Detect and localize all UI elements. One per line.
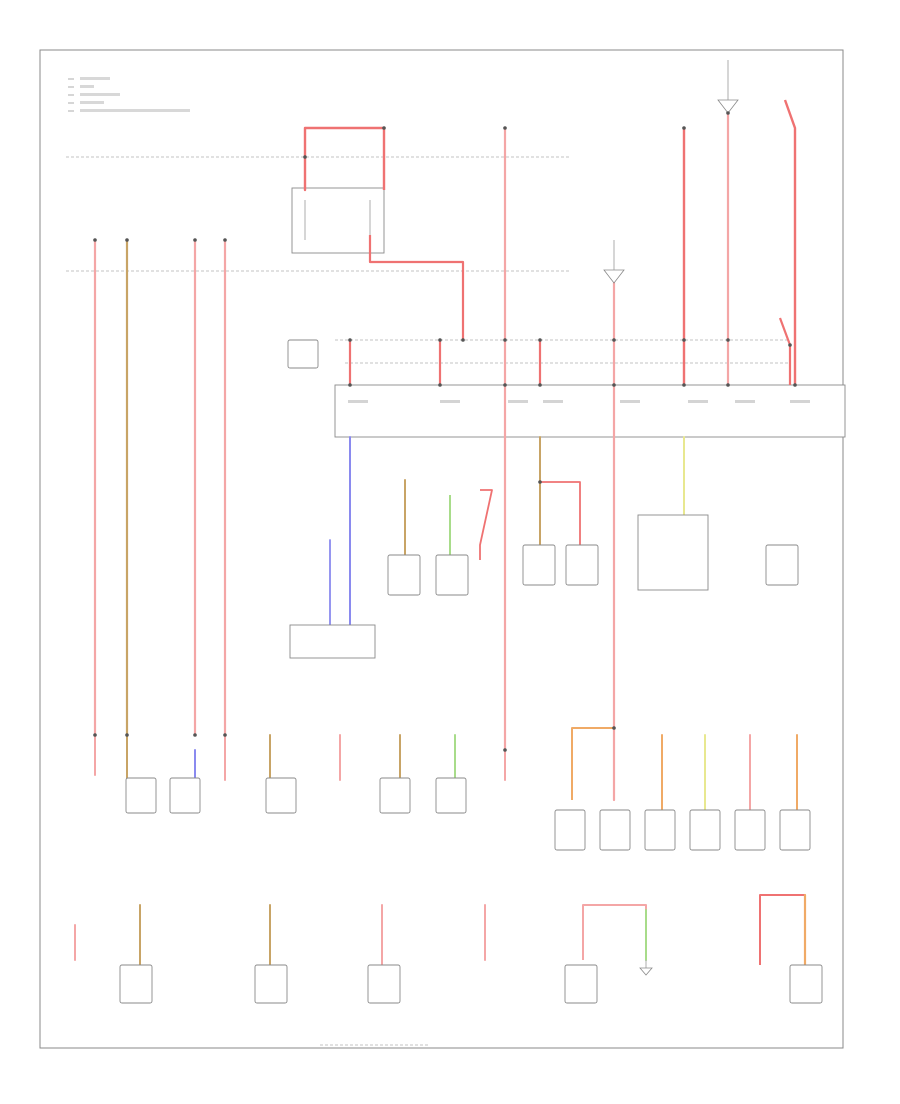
wire-coil-1	[571, 727, 614, 800]
junction-dot	[682, 383, 686, 387]
component-row-b-2	[522, 544, 556, 586]
component-row-b-4	[765, 544, 799, 586]
ignition-coil-2	[644, 809, 676, 851]
junction-dot	[726, 111, 730, 115]
component-row-c-4	[789, 964, 823, 1004]
junction-dot	[223, 238, 227, 242]
junction-dot	[793, 383, 797, 387]
junction-dot	[438, 338, 442, 342]
junction-dot	[788, 343, 792, 347]
transmission-control-module	[637, 514, 709, 591]
junction-dot	[93, 238, 97, 242]
junction-dot	[125, 238, 129, 242]
junction-dot	[461, 338, 465, 342]
legend	[68, 77, 190, 112]
component-row-c-3	[564, 964, 598, 1004]
wire-red-2	[540, 481, 581, 545]
ground-symbol	[639, 960, 653, 976]
junction-dot	[193, 238, 197, 242]
ignition-coil-5	[779, 809, 811, 851]
junction-dot	[538, 383, 542, 387]
junction-dots	[93, 111, 797, 752]
junction-dot	[93, 733, 97, 737]
wire-b-6	[582, 904, 647, 960]
junction-dot	[682, 338, 686, 342]
component-row-a-2	[265, 777, 297, 814]
wire-b-8	[759, 894, 805, 965]
relay-box	[291, 187, 385, 254]
junction-dot	[612, 338, 616, 342]
fuse-box	[334, 384, 846, 438]
module-small-1	[287, 339, 319, 369]
junction-dot	[503, 338, 507, 342]
ignition-coil-3	[689, 809, 721, 851]
junction-dot	[348, 338, 352, 342]
component-row-c-2	[367, 964, 401, 1004]
component-row-a-3	[379, 777, 411, 814]
wire-right-3	[783, 99, 797, 385]
junction-dot	[223, 733, 227, 737]
ignition-coil-4	[734, 809, 766, 851]
junction-dot	[348, 383, 352, 387]
junction-dot	[612, 726, 616, 730]
junction-dot	[193, 733, 197, 737]
components	[119, 339, 823, 1004]
component-row-b-0	[387, 554, 421, 596]
wire-relay-top	[303, 126, 386, 190]
component-row-a-0	[125, 777, 157, 814]
junction-dot	[503, 383, 507, 387]
wire-mid-red	[479, 489, 493, 560]
fuse-labels	[348, 400, 810, 403]
component-row-c-1	[254, 964, 288, 1004]
ignition-coil-1	[599, 809, 631, 851]
diagram-frame	[39, 49, 844, 1049]
junction-dot	[538, 338, 542, 342]
component-row-a-1	[169, 777, 201, 814]
component-row-c-0	[119, 964, 153, 1004]
wire-relay-out	[368, 235, 465, 340]
junction-dot	[612, 383, 616, 387]
junction-dot	[503, 126, 507, 130]
component-row-b-1	[435, 554, 469, 596]
junction-dot	[538, 480, 542, 484]
engine-control-module	[289, 624, 376, 659]
wire-right-4	[778, 317, 792, 385]
component-row-a-4	[435, 777, 467, 814]
component-row-b-3	[565, 544, 599, 586]
junction-dot	[382, 126, 386, 130]
junction-dot	[682, 126, 686, 130]
junction-dot	[503, 748, 507, 752]
junction-dot	[303, 155, 307, 159]
junction-dot	[726, 338, 730, 342]
junction-dot	[125, 733, 129, 737]
junction-dot	[438, 383, 442, 387]
connector-arrows	[603, 60, 739, 284]
junction-dot	[726, 383, 730, 387]
ignition-coil-0	[554, 809, 586, 851]
